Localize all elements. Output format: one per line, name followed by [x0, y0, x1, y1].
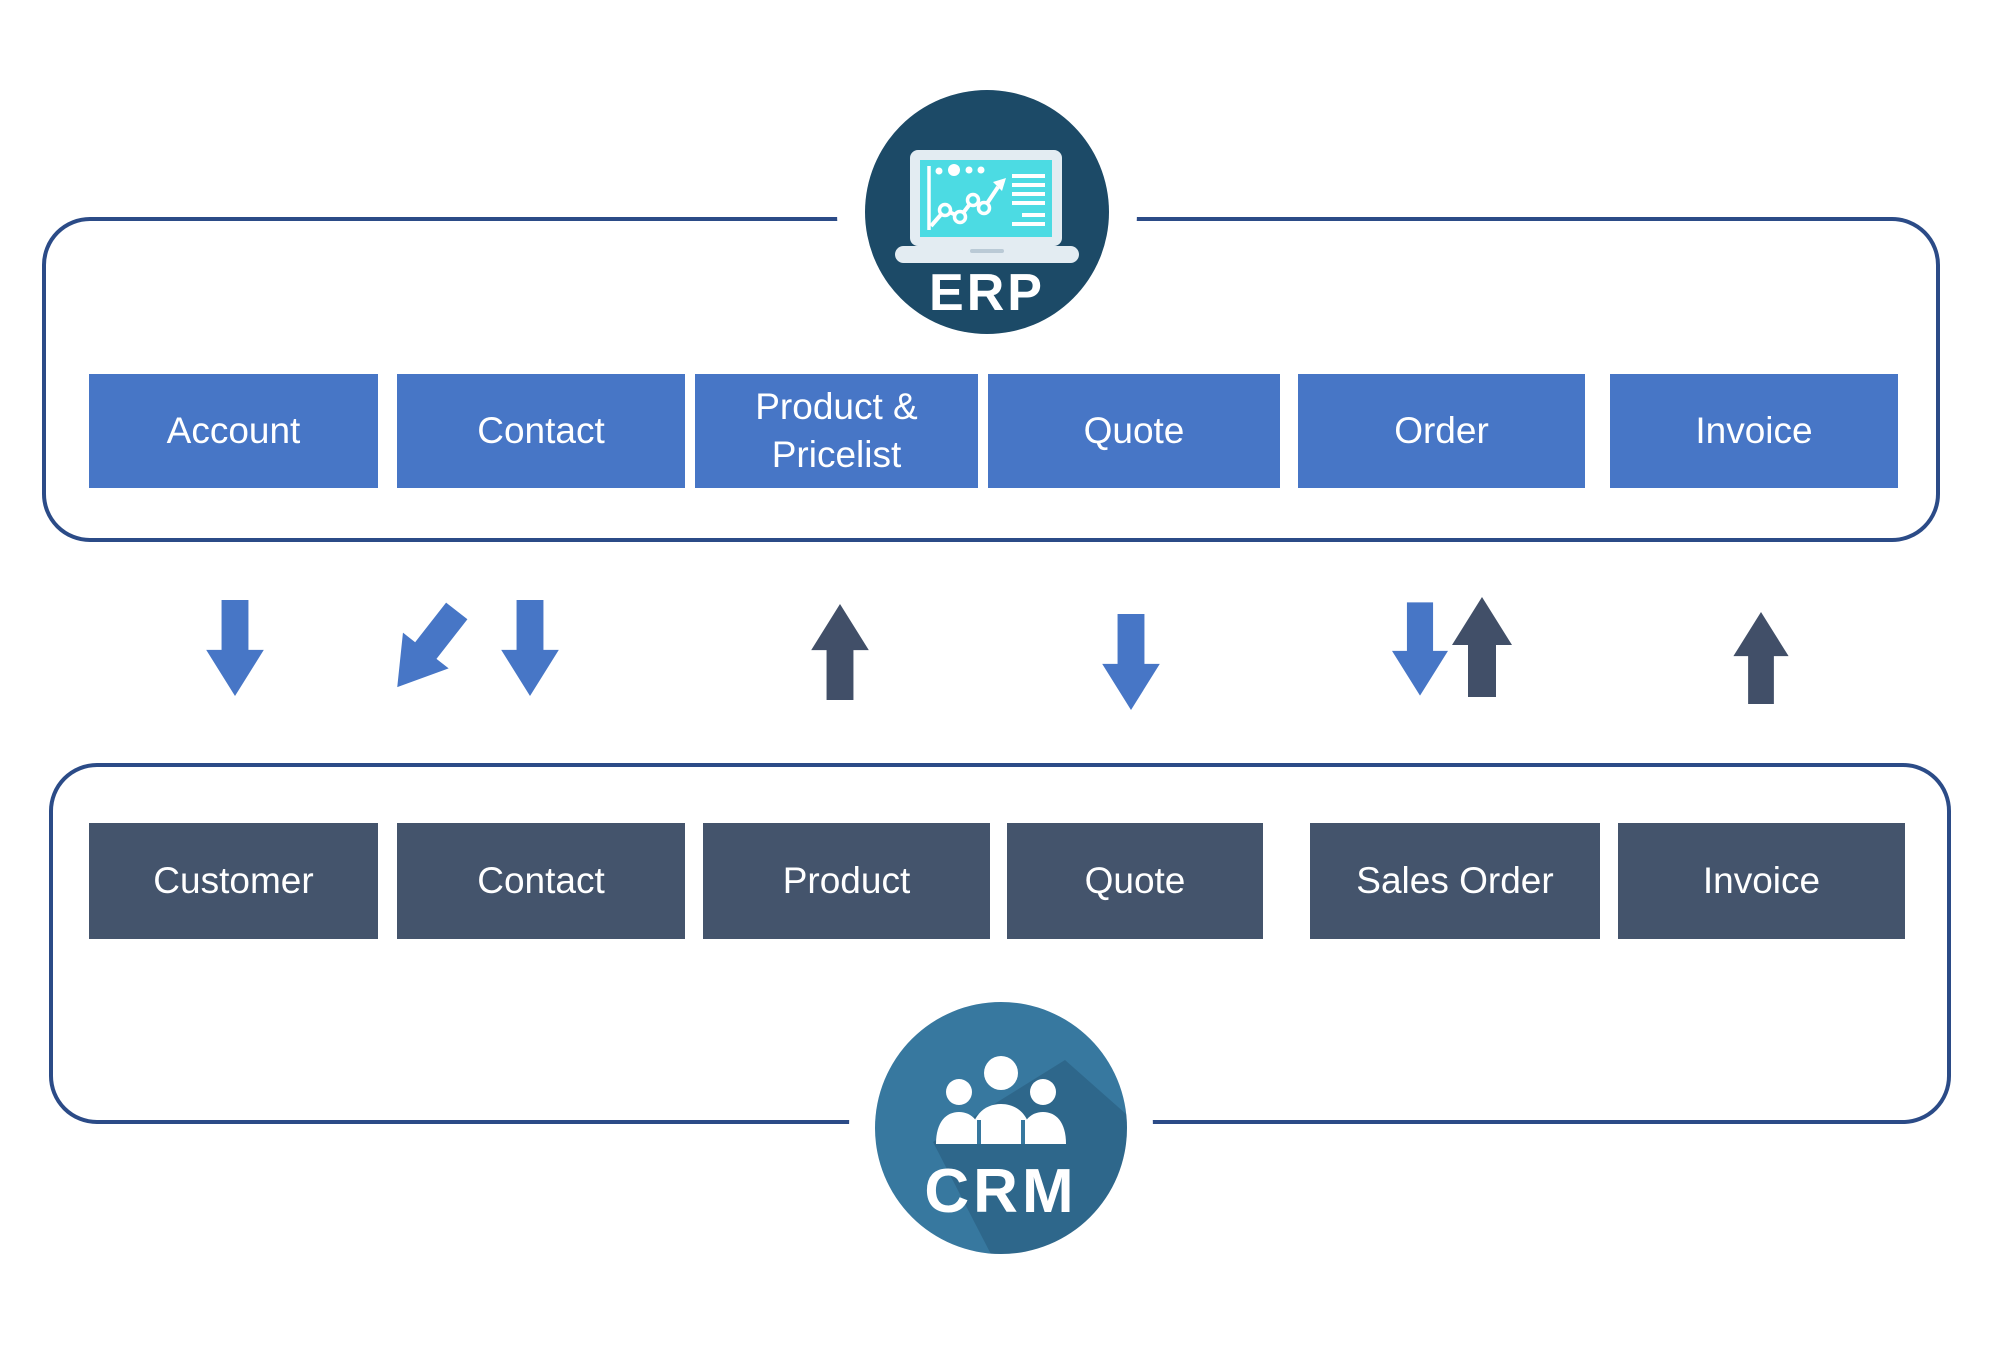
erp-box-product-pricelist-label: Product & Pricelist [755, 385, 918, 475]
crm-box-sales-order-label: Sales Order [1356, 859, 1554, 901]
crm-box-sales-order: Sales Order [1310, 823, 1600, 939]
arrow-down-quote-icon [1102, 614, 1160, 710]
crm-box-quote-label: Quote [1084, 859, 1186, 901]
arrow-diagonal-down-left-contact-icon [370, 588, 483, 710]
crm-box-contact-label: Contact [477, 859, 605, 901]
crm-box-invoice-label: Invoice [1702, 859, 1821, 901]
arrow-down-contact-icon [501, 600, 559, 696]
erp-label: ERP [929, 264, 1045, 322]
erp-box-invoice: Invoice [1610, 374, 1898, 488]
crm-box-quote: Quote [1007, 823, 1263, 939]
erp-box-quote: Quote [988, 374, 1280, 488]
erp-icon: ERP [865, 90, 1109, 334]
erp-laptop-chart-icon: ERP [865, 90, 1109, 334]
arrow-up-invoice-icon [1732, 612, 1790, 704]
crm-box-customer: Customer [89, 823, 378, 939]
arrow-down-account-icon [206, 600, 264, 696]
erp-box-order-label: Order [1394, 409, 1489, 451]
erp-box-account: Account [89, 374, 378, 488]
crm-box-invoice: Invoice [1618, 823, 1905, 939]
crm-box-customer-label: Customer [153, 859, 314, 901]
erp-box-contact: Contact [397, 374, 685, 488]
erp-box-invoice-label: Invoice [1695, 409, 1813, 451]
erp-box-account-label: Account [166, 409, 301, 451]
erp-box-quote-label: Quote [1083, 409, 1185, 451]
arrow-up-order-icon [1452, 594, 1512, 700]
crm-box-product-label: Product [782, 859, 911, 901]
crm-label: CRM [924, 1157, 1077, 1226]
crm-box-product: Product [703, 823, 990, 939]
erp-box-contact-label: Contact [477, 409, 605, 451]
crm-people-icon: CRM [875, 1002, 1127, 1254]
arrow-up-product-icon [811, 604, 869, 700]
erp-box-product-pricelist: Product & Pricelist [695, 374, 978, 488]
erp-box-order: Order [1298, 374, 1585, 488]
crm-icon: CRM [875, 1002, 1127, 1254]
arrow-down-order-icon [1392, 602, 1448, 696]
crm-box-contact: Contact [397, 823, 685, 939]
